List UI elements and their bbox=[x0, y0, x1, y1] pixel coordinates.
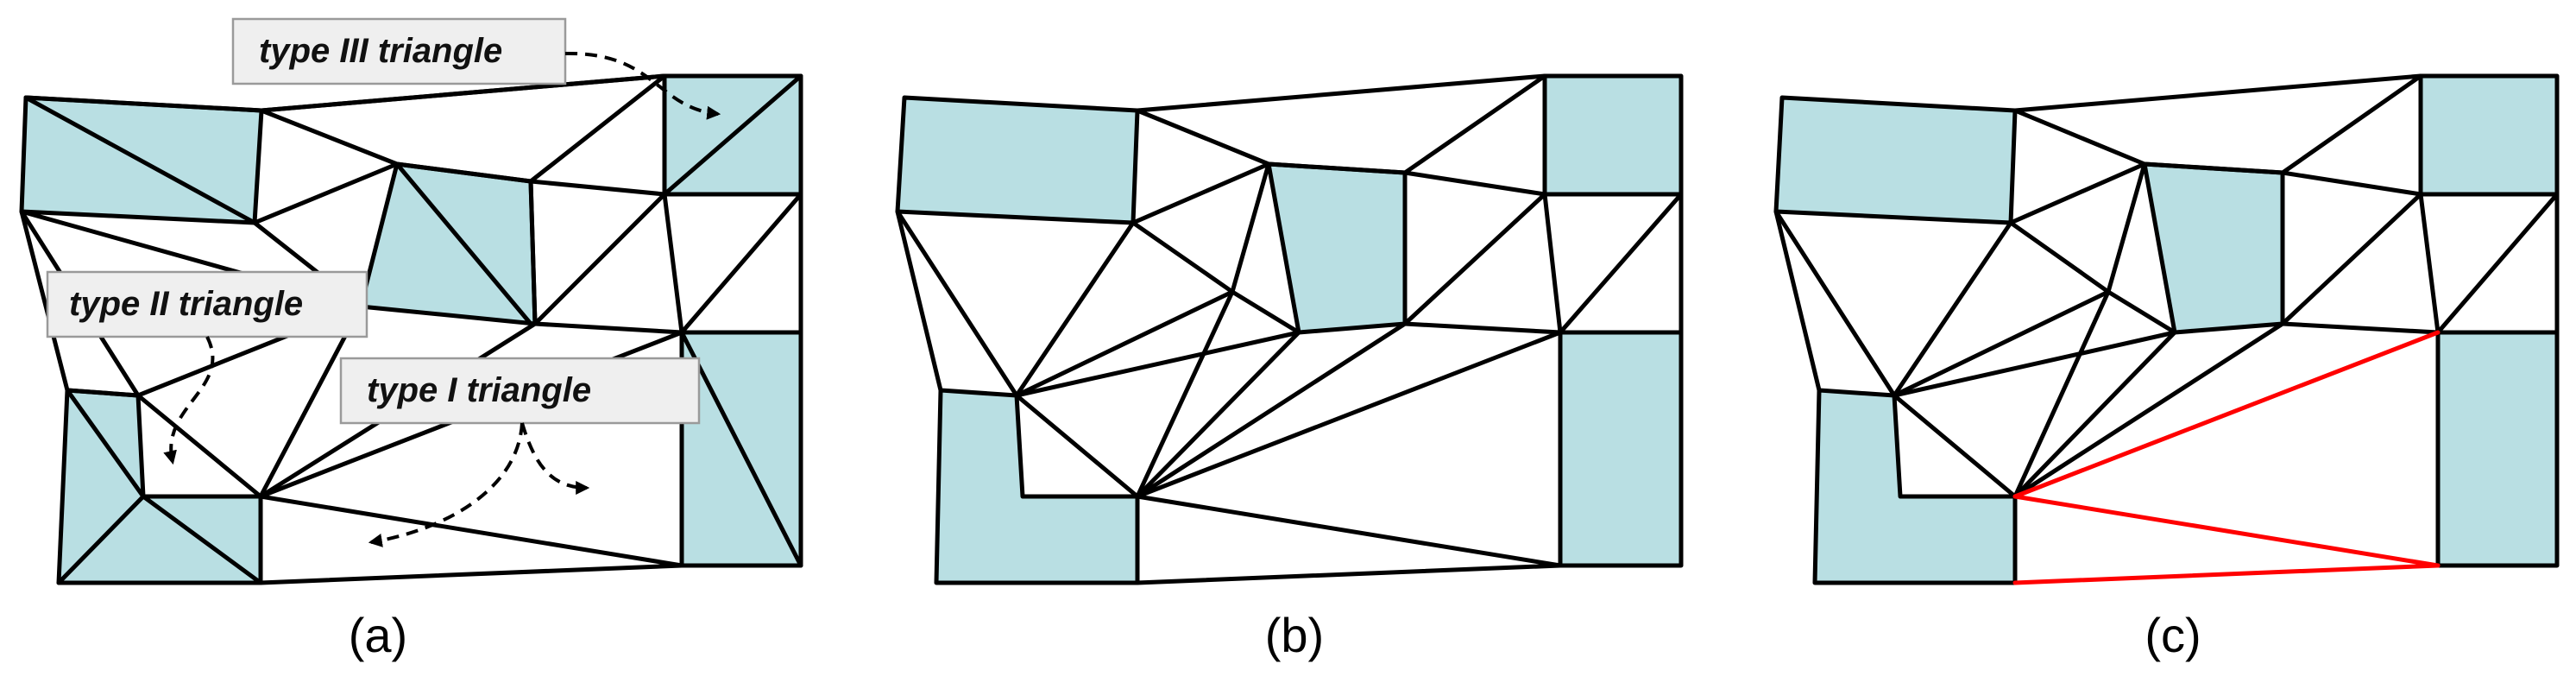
panel-c-cell-top-right bbox=[2418, 73, 2560, 197]
panel-c-edges bbox=[1773, 73, 2560, 499]
callout-type-ii-label: type II triangle bbox=[69, 285, 303, 323]
panel-c-mesh: (c) bbox=[1773, 73, 2560, 662]
callout-type-iii-triangle: type III triangle bbox=[231, 17, 567, 85]
red-edge-upper bbox=[2012, 330, 2441, 499]
panel-c-highlighted-edges bbox=[2012, 330, 2441, 585]
callout-type-ii-triangle: type II triangle bbox=[46, 270, 368, 338]
type-i-arrow-right bbox=[520, 422, 590, 495]
panel-c-label: (c) bbox=[2145, 608, 2201, 662]
callout-type-i-triangle: type I triangle bbox=[339, 357, 701, 425]
panel-b-cell-middle bbox=[1266, 161, 1408, 335]
panel-b-cell-bottom-right bbox=[1558, 330, 1684, 568]
panel-c-cell-bottom-left bbox=[1812, 388, 2018, 585]
callout-type-iii-label: type III triangle bbox=[259, 32, 502, 70]
panel-b-cell-top-right bbox=[1542, 73, 1684, 197]
type-i-arrow-left bbox=[368, 422, 524, 547]
red-edge-lower bbox=[2012, 563, 2441, 585]
panel-a-label: (a) bbox=[349, 608, 407, 662]
panel-b-cell-bottom-left bbox=[934, 388, 1140, 585]
panel-c-cell-middle bbox=[2142, 161, 2285, 335]
type-ii-arrow bbox=[163, 336, 215, 465]
red-edge-diagonal bbox=[2012, 494, 2441, 568]
panel-a-mesh: type III triangle type II triangle type … bbox=[19, 17, 803, 662]
panel-c-cell-top-left bbox=[1773, 95, 2018, 225]
panel-b-edges bbox=[895, 73, 1684, 585]
panel-c-cell-bottom-right bbox=[2435, 330, 2560, 568]
callout-type-i-label: type I triangle bbox=[367, 371, 591, 409]
panel-b-mesh: (b) bbox=[895, 73, 1684, 662]
panel-b-cell-top-left bbox=[895, 95, 1140, 225]
type-iii-arrow bbox=[564, 51, 721, 120]
panel-b-label: (b) bbox=[1265, 608, 1324, 662]
